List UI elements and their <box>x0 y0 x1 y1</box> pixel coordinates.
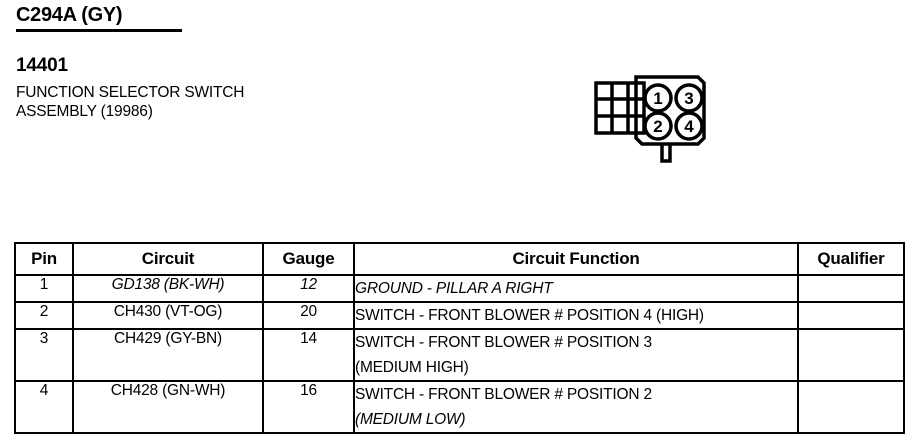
cell-gauge: 20 <box>262 301 355 330</box>
pin-cavity-1 <box>643 83 673 113</box>
cell-circuit-function: SWITCH - FRONT BLOWER # POSITION 3 (MEDI… <box>353 328 799 382</box>
cell-qualifier <box>797 274 905 303</box>
cell-gauge: 16 <box>262 380 355 434</box>
table-header-row: Pin Circuit Gauge Circuit Function Quali… <box>14 242 905 276</box>
column-header-gauge: Gauge <box>262 242 355 276</box>
column-header-pin: Pin <box>14 242 74 276</box>
column-header-circuit: Circuit <box>72 242 264 276</box>
table-row: 4 CH428 (GN-WH) 16 SWITCH - FRONT BLOWER… <box>14 380 905 434</box>
table-row: 3 CH429 (GY-BN) 14 SWITCH - FRONT BLOWER… <box>14 328 905 382</box>
pinout-table: Pin Circuit Gauge Circuit Function Quali… <box>14 242 905 434</box>
cell-pin: 4 <box>14 380 74 434</box>
pin-number-1: 1 <box>653 89 662 108</box>
pin-number-3: 3 <box>684 89 693 108</box>
cell-circuit-function: SWITCH - FRONT BLOWER # POSITION 4 (HIGH… <box>353 301 799 330</box>
cell-circuit: GD138 (BK-WH) <box>72 274 264 303</box>
pinout-table-container: Pin Circuit Gauge Circuit Function Quali… <box>14 242 905 434</box>
pin-number-4: 4 <box>684 117 694 136</box>
cell-circuit-function: SWITCH - FRONT BLOWER # POSITION 2 (MEDI… <box>353 380 799 434</box>
cell-pin: 1 <box>14 274 74 303</box>
part-number: 14401 <box>16 55 68 76</box>
column-header-qualifier: Qualifier <box>797 242 905 276</box>
cell-function-line-1: SWITCH - FRONT BLOWER # POSITION 2 <box>355 386 652 403</box>
connector-grid-block <box>594 81 646 135</box>
part-description-line-1: FUNCTION SELECTOR SWITCH <box>16 84 245 101</box>
cell-function-line-1: SWITCH - FRONT BLOWER # POSITION 4 (HIGH… <box>355 307 704 324</box>
cell-circuit: CH428 (GN-WH) <box>72 380 264 434</box>
connector-body <box>634 75 706 146</box>
cell-gauge: 14 <box>262 328 355 382</box>
cell-function-line-1: SWITCH - FRONT BLOWER # POSITION 3 <box>355 334 652 351</box>
cell-gauge: 12 <box>262 274 355 303</box>
connector-id-title: C294A (GY) <box>16 4 123 26</box>
cell-circuit: CH430 (VT-OG) <box>72 301 264 330</box>
cell-qualifier <box>797 380 905 434</box>
cell-qualifier <box>797 328 905 382</box>
cell-circuit-function: GROUND - PILLAR A RIGHT <box>353 274 799 303</box>
cell-function-line-2: (MEDIUM HIGH) <box>355 359 469 376</box>
table-row: 2 CH430 (VT-OG) 20 SWITCH - FRONT BLOWER… <box>14 301 905 330</box>
table-row: 1 GD138 (BK-WH) 12 GROUND - PILLAR A RIG… <box>14 274 905 303</box>
part-description: FUNCTION SELECTOR SWITCH ASSEMBLY (19986… <box>16 84 244 121</box>
cell-function-line-2: (MEDIUM LOW) <box>355 411 466 428</box>
pin-cavity-4 <box>674 111 704 141</box>
cell-pin: 3 <box>14 328 74 382</box>
cell-qualifier <box>797 301 905 330</box>
connector-tab <box>660 144 672 163</box>
cell-pin: 2 <box>14 301 74 330</box>
pin-cavity-2 <box>643 111 673 141</box>
cell-circuit: CH429 (GY-BN) <box>72 328 264 382</box>
connector-diagram: 1 3 2 4 <box>588 58 738 173</box>
connector-id-underline <box>16 29 182 32</box>
part-description-line-2: ASSEMBLY (19986) <box>16 102 153 120</box>
pin-cavity-3 <box>674 83 704 113</box>
cell-function-line-1: GROUND - PILLAR A RIGHT <box>355 280 553 297</box>
column-header-circuit-function: Circuit Function <box>353 242 799 276</box>
pin-number-2: 2 <box>653 117 662 136</box>
